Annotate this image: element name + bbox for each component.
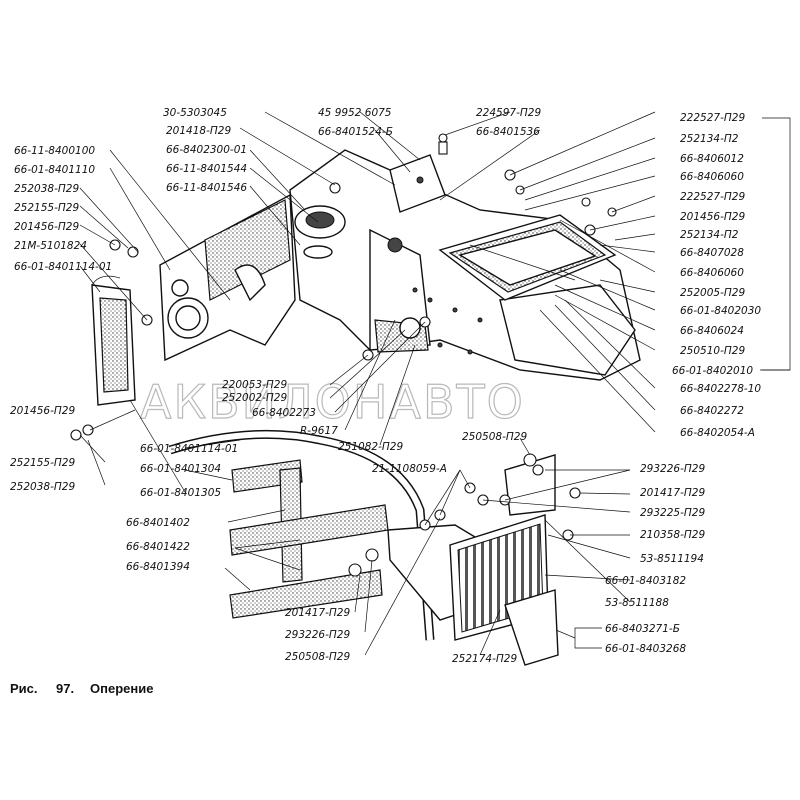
- label-66-01-8403268: 66-01-8403268: [605, 643, 686, 655]
- label-66-11-8401546: 66-11-8401546: [166, 182, 247, 194]
- label-21-1108059-A: 21-1108059-А: [372, 463, 447, 475]
- label-201418: 201418-П29: [166, 125, 231, 137]
- label-252038-b: 252038-П29: [10, 481, 75, 493]
- label-201456-a: 201456-П29: [14, 221, 79, 233]
- label-R-9617: R-9617: [300, 425, 338, 437]
- label-222527-a: 222527-П29: [680, 112, 745, 124]
- label-66-8402272: 66-8402272: [680, 405, 744, 417]
- top-hatch-lid: [438, 214, 617, 301]
- label-251082: 251082-П29: [338, 441, 403, 453]
- label-66-01-8401110: 66-01-8401110: [14, 164, 95, 176]
- label-66-11-8400100: 66-11-8400100: [14, 145, 95, 157]
- label-252155-a: 252155-П29: [14, 202, 79, 214]
- label-293225: 293225-П29: [640, 507, 705, 519]
- label-53-8511188: 53-8511188: [605, 597, 669, 609]
- label-66-01-8401114-01: 66-01-8401114-01: [14, 261, 112, 273]
- label-252005: 252005-П29: [680, 287, 745, 299]
- label-30-5303045: 30-5303045: [163, 107, 227, 119]
- label-66-8406012: 66-8406012: [680, 153, 744, 165]
- label-66-01-8401305: 66-01-8401305: [140, 487, 221, 499]
- label-252002: 252002-П29: [222, 392, 287, 404]
- label-21M-5101824: 21М-5101824: [14, 240, 87, 252]
- label-201417-a: 201417-П29: [640, 487, 705, 499]
- figure-caption: Рис. 97. Оперение: [10, 681, 153, 696]
- label-66-8401524-B: 66-8401524-Б: [318, 126, 393, 138]
- label-66-8402278-10: 66-8402278-10: [680, 383, 761, 395]
- frame-tube: [168, 429, 435, 641]
- label-66-8406060-a: 66-8406060: [680, 171, 744, 183]
- label-66-01-8402010: 66-01-8402010: [672, 365, 753, 377]
- caption-prefix: Рис.: [10, 681, 38, 696]
- label-66-8407028: 66-8407028: [680, 247, 744, 259]
- caption-number: 97.: [56, 681, 74, 696]
- label-66-8402300-01: 66-8402300-01: [166, 144, 247, 156]
- label-66-8402054-A: 66-8402054-А: [680, 427, 755, 439]
- label-201456-c: 201456-П29: [10, 405, 75, 417]
- label-66-01-8401304: 66-01-8401304: [140, 463, 221, 475]
- label-66-8401536: 66-8401536: [476, 126, 540, 138]
- label-210358: 210358-П29: [640, 529, 705, 541]
- label-201417-b: 201417-П29: [285, 607, 350, 619]
- label-293226-b: 293226-П29: [285, 629, 350, 641]
- left-mud-flap: [91, 275, 136, 406]
- label-201456-b: 201456-П29: [680, 211, 745, 223]
- label-252134-a: 252134-П2: [680, 133, 739, 145]
- caption-title: Оперение: [90, 681, 153, 696]
- left-side-panel: [159, 193, 296, 362]
- label-250508-a: 250508-П29: [462, 431, 527, 443]
- label-220053: 220053-П29: [222, 379, 287, 391]
- label-252134-b: 252134-П2: [680, 229, 739, 241]
- label-66-01-8401114-01-b: 66-01-8401114-01: [140, 443, 238, 455]
- label-66-8401394: 66-8401394: [126, 561, 190, 573]
- label-250508-b: 250508-П29: [285, 651, 350, 663]
- bracket: [389, 154, 446, 213]
- part-labels: 30-5303045 201418-П29 66-8402300-01 66-1…: [10, 107, 761, 665]
- label-222527-b: 222527-П29: [680, 191, 745, 203]
- label-224597: 224597-П29: [476, 107, 541, 119]
- label-66-01-8403182: 66-01-8403182: [605, 575, 686, 587]
- radiator-grille: [449, 514, 559, 666]
- label-66-8403271-B: 66-8403271-Б: [605, 623, 680, 635]
- label-459952-6075: 45 9952 6075: [318, 107, 392, 119]
- label-252174: 252174-П29: [452, 653, 517, 665]
- label-66-8401402: 66-8401402: [126, 517, 190, 529]
- step-slats: [229, 459, 389, 619]
- label-252038-a: 252038-П29: [14, 183, 79, 195]
- label-66-11-8401544: 66-11-8401544: [166, 163, 247, 175]
- label-66-8401422: 66-8401422: [126, 541, 190, 553]
- label-53-8511194: 53-8511194: [640, 553, 704, 565]
- label-66-8402273: 66-8402273: [252, 407, 316, 419]
- label-66-01-8402030: 66-01-8402030: [680, 305, 761, 317]
- label-250510: 250510-П29: [680, 345, 745, 357]
- label-252155-b: 252155-П29: [10, 457, 75, 469]
- label-66-8406024: 66-8406024: [680, 325, 744, 337]
- label-293226-a: 293226-П29: [640, 463, 705, 475]
- label-66-8406060-b: 66-8406060: [680, 267, 744, 279]
- leader-lines: [79, 111, 791, 656]
